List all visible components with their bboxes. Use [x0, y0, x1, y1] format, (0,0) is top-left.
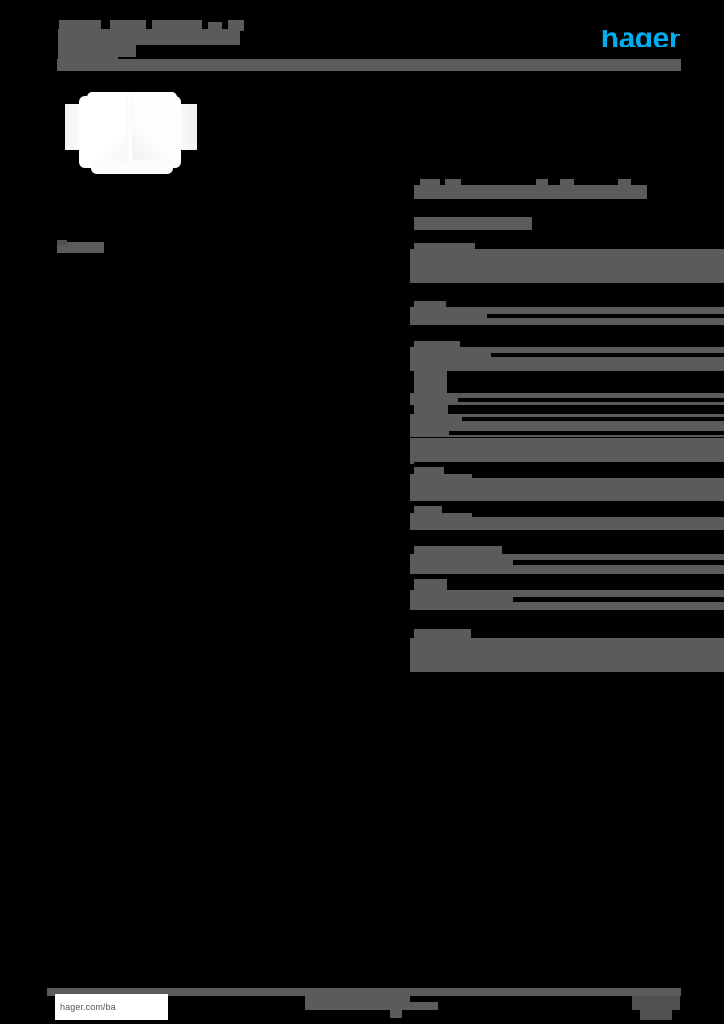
table-row — [410, 347, 724, 368]
dotted-leader — [513, 597, 724, 602]
footer-center-redacted — [390, 1010, 402, 1018]
dotted-leader — [449, 431, 724, 435]
dotted-leader — [513, 560, 724, 565]
table-row — [414, 579, 447, 590]
product-body-right-face — [129, 96, 181, 168]
row-separator — [410, 325, 724, 330]
sidebar-note-redacted — [57, 240, 67, 245]
table-row — [410, 513, 724, 530]
table-row — [410, 474, 724, 501]
row-separator — [410, 283, 724, 288]
footer-divider — [47, 988, 681, 996]
footer-center-redacted — [305, 996, 410, 1010]
table-row — [414, 629, 471, 638]
product-body-left-face — [79, 96, 131, 168]
table-row — [410, 249, 724, 283]
spec-heading-redacted — [618, 179, 631, 187]
page-footer: hager.com/ba — [0, 988, 724, 1024]
table-row — [410, 638, 724, 672]
footer-page-number-redacted — [640, 1010, 672, 1020]
row-separator — [414, 462, 724, 467]
product-body-bottom — [91, 160, 173, 174]
table-row — [414, 341, 460, 349]
product-image — [57, 88, 201, 186]
table-row — [414, 405, 448, 414]
row-separator — [410, 574, 724, 579]
spec-heading-redacted — [536, 179, 548, 187]
table-row — [414, 467, 444, 476]
dotted-leader — [462, 417, 724, 421]
website-url-link[interactable]: hager.com/ba — [55, 994, 168, 1020]
dotted-leader — [458, 398, 724, 402]
table-row — [410, 438, 724, 464]
product-body-center-edge — [127, 94, 133, 170]
spec-heading-redacted — [414, 185, 647, 199]
table-row — [414, 546, 502, 556]
spec-heading-redacted — [445, 179, 461, 187]
spec-heading-redacted — [420, 179, 440, 187]
document-title-redacted — [110, 20, 146, 31]
document-title-redacted — [228, 20, 244, 31]
spec-subheading-redacted — [414, 217, 532, 230]
sidebar-note-redacted — [57, 242, 104, 253]
row-separator — [410, 501, 724, 506]
document-title-redacted — [208, 22, 222, 31]
dotted-leader — [491, 353, 724, 357]
page-header: hager — [0, 0, 724, 80]
document-title-redacted — [152, 20, 202, 31]
document-title-redacted — [59, 20, 101, 31]
header-divider — [57, 59, 681, 71]
hager-logo: hager — [600, 26, 680, 52]
spec-heading-redacted — [560, 179, 574, 187]
table-row — [414, 371, 447, 393]
footer-page-number-redacted — [632, 996, 680, 1010]
table-row — [414, 506, 442, 515]
dotted-leader — [472, 513, 724, 517]
row-separator — [410, 610, 724, 615]
footer-center-redacted — [403, 1002, 438, 1010]
row-separator — [472, 474, 724, 478]
document-subtitle-redacted — [58, 50, 118, 60]
dotted-leader — [487, 314, 724, 318]
document-title-redacted — [58, 29, 240, 45]
table-row — [414, 301, 446, 309]
table-row — [410, 368, 724, 371]
table-row — [414, 243, 475, 251]
